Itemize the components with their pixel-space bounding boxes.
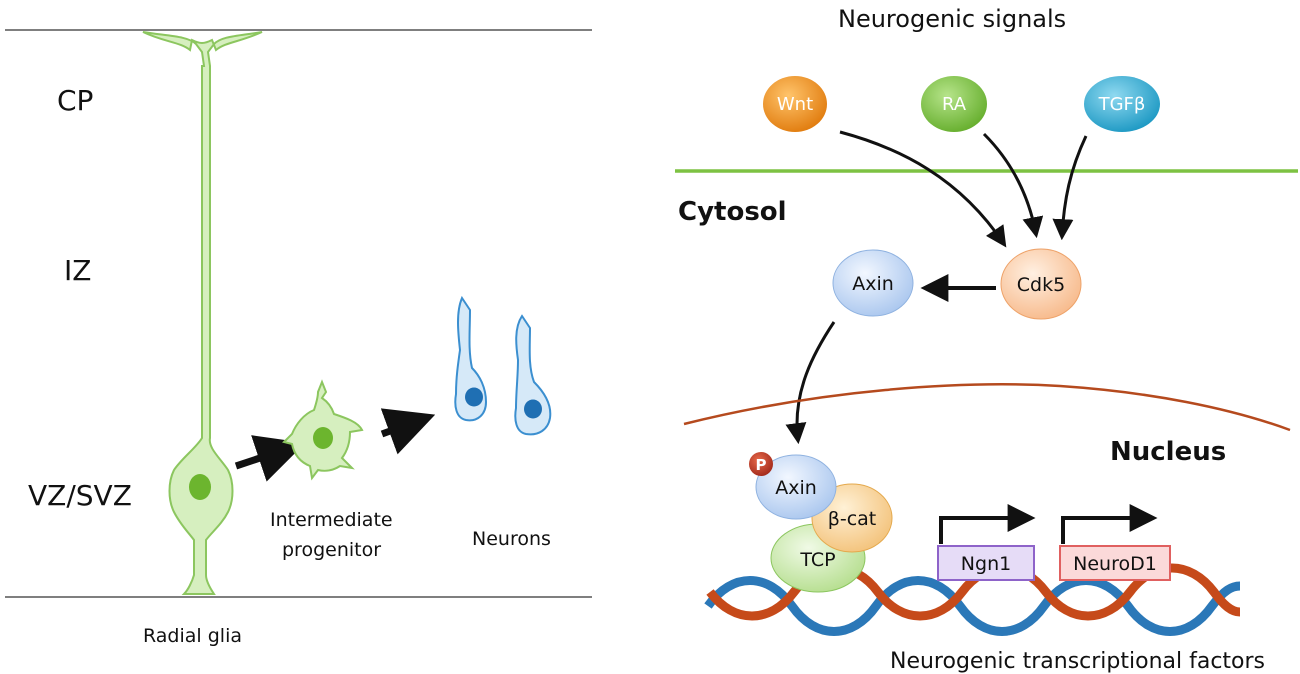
neuron-1-nucleus bbox=[465, 387, 483, 407]
right-panel-title: Neurogenic signals bbox=[838, 5, 1066, 33]
ngn1-label: Ngn1 bbox=[961, 553, 1011, 575]
arrow-glia-to-progenitor bbox=[234, 435, 306, 482]
arrow-tgfb-to-cdk5 bbox=[1052, 135, 1088, 241]
signal-wnt-label: Wnt bbox=[777, 94, 813, 115]
transcription-factors-caption: Neurogenic transcriptional factors bbox=[890, 649, 1265, 674]
nuclear-envelope bbox=[683, 383, 1291, 432]
cdk5-label: Cdk5 bbox=[1017, 274, 1065, 296]
arrow-wnt-to-cdk5 bbox=[839, 130, 1007, 248]
neuron-cell-1 bbox=[454, 295, 488, 422]
radial-glia-nucleus bbox=[189, 474, 211, 500]
neurod1-label: NeuroD1 bbox=[1073, 553, 1157, 575]
phosphorylation-marker: P bbox=[749, 452, 773, 476]
neuron-2-nucleus bbox=[524, 399, 542, 419]
neurod1-transcription-arrow bbox=[1061, 504, 1158, 544]
progenitor-label-line1: Intermediate bbox=[270, 509, 393, 531]
signal-wnt: Wnt bbox=[763, 76, 827, 132]
tcp-label: TCP bbox=[799, 549, 835, 571]
axin-cytosolic-label: Axin bbox=[852, 273, 894, 295]
signal-tgfb: TGFβ bbox=[1084, 76, 1160, 132]
progenitor-nucleus bbox=[313, 427, 333, 449]
arrow-ra-to-cdk5 bbox=[982, 132, 1044, 239]
zone-label-vz-svz: VZ/SVZ bbox=[28, 479, 132, 512]
intermediate-progenitor-cell bbox=[282, 379, 364, 481]
axin-cytosolic-protein: Axin bbox=[832, 249, 914, 317]
ngn1-gene-box: Ngn1 bbox=[937, 545, 1035, 581]
radial-glia-label: Radial glia bbox=[143, 625, 242, 647]
progenitor-label-line2: progenitor bbox=[282, 539, 381, 561]
nucleus-label: Nucleus bbox=[1110, 437, 1226, 467]
neurons-label: Neurons bbox=[472, 528, 551, 550]
axin-nuclear-protein: Axin bbox=[755, 454, 837, 520]
zone-label-iz: IZ bbox=[64, 254, 91, 287]
arrow-progenitor-to-neuron bbox=[380, 408, 436, 455]
cdk5-protein: Cdk5 bbox=[1000, 248, 1082, 320]
signal-ra-label: RA bbox=[942, 94, 967, 115]
axin-nuclear-label: Axin bbox=[775, 477, 817, 499]
arrow-axin-to-nucleus bbox=[785, 321, 836, 445]
radial-glia-cell bbox=[142, 31, 263, 595]
dna-strand-blue bbox=[704, 576, 1241, 636]
cytosol-label: Cytosol bbox=[678, 197, 787, 227]
neurod1-gene-box: NeuroD1 bbox=[1059, 545, 1171, 581]
signal-tgfb-label: TGFβ bbox=[1098, 94, 1146, 115]
neuron-cell-2 bbox=[514, 314, 552, 436]
beta-catenin-label: β-cat bbox=[828, 508, 877, 530]
ngn1-transcription-arrow bbox=[939, 504, 1036, 544]
zone-label-cp: CP bbox=[57, 84, 93, 117]
phosphorylation-label: P bbox=[756, 456, 767, 474]
signal-ra: RA bbox=[921, 76, 987, 132]
